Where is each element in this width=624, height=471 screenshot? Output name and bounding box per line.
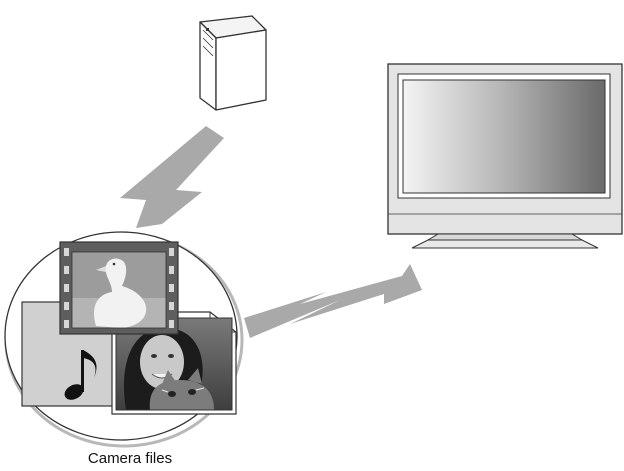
film-frame-duck [72,252,166,328]
tv-screen [403,80,605,193]
transfer-arrow-computer-to-files [120,126,224,228]
flat-panel-tv-icon [388,64,622,248]
camera-files-icon [5,232,242,446]
transfer-arrow-files-to-tv [244,264,422,338]
movie-file-icon [60,242,178,334]
tower-computer-icon [200,16,266,110]
camera-files-label: Camera files [0,450,260,467]
